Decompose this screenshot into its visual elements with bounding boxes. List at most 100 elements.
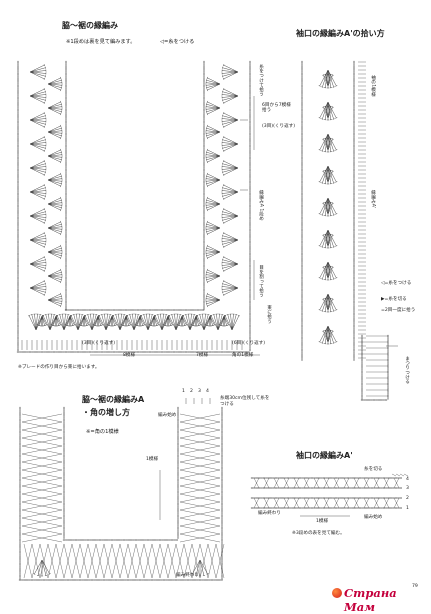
edge-chain [36,351,38,352]
edge-chain [387,373,388,375]
edge-chain [249,133,250,135]
edge-chain [301,241,302,243]
edge-chain [361,369,362,371]
edge-chain [19,520,20,522]
corner-fan [34,560,42,574]
edge-chain [109,539,111,540]
edge-chain [142,351,144,352]
edge-chain [249,92,250,94]
edge-chain [249,303,250,305]
edge-chain [203,260,204,262]
edge-chain [203,229,204,231]
edge-chain [38,579,40,580]
edge-chain [65,176,66,178]
edge-chain [65,171,66,173]
edge-chain [128,539,130,540]
edge-chain [91,309,93,310]
edge-chain [17,327,18,329]
edge-chain [65,203,66,205]
edge-chain [106,539,108,540]
edge-chain [65,71,66,73]
edge-chain [361,390,362,392]
edge-chain [17,169,18,171]
edge-chain [19,505,20,507]
edge-chain [63,419,64,421]
edge-chain [249,181,250,183]
edge-chain [249,147,250,149]
edge-chain [175,309,177,310]
edge-chain [353,342,354,344]
edge-chain [203,227,204,229]
stitch-crossbar [45,187,46,189]
edge-chain [207,351,209,352]
edge-chain [203,87,204,89]
edge-chain [173,539,175,540]
edge-chain [249,210,250,212]
edge-chain [337,477,339,478]
edge-chain [19,527,20,529]
edge-chain [17,246,18,248]
edge-chain [353,253,354,255]
edge-chain [65,539,67,540]
edge-chain [353,181,354,183]
edge-chain [221,544,222,546]
edge-chain [297,507,299,508]
edge-chain [249,159,250,161]
edge-chain [65,104,66,106]
edge-chain [17,349,18,351]
edge-chain [249,318,250,320]
edge-chain [387,393,388,395]
edge-chain [63,474,64,476]
edge-chain [395,477,397,478]
edge-chain [63,421,64,423]
edge-chain [361,342,362,344]
edge-chain [353,186,354,188]
stitch-crossbar [45,259,46,261]
edge-chain [19,448,20,450]
edge-chain [378,399,380,400]
edge-chain [353,99,354,101]
edge-chain [203,308,204,310]
edge-chain [177,479,178,481]
edge-chain [53,579,55,580]
edge-chain [301,193,302,195]
edge-chain [99,309,101,310]
edge-chain [387,397,388,399]
edge-chain [65,267,66,269]
edge-chain [173,309,175,310]
stitch-crossbar [206,103,207,105]
edge-chain [17,114,18,116]
edge-chain [65,188,66,190]
edge-chain [352,497,354,498]
edge-chain [127,351,129,352]
edge-chain [353,145,354,147]
edge-chain [65,107,66,109]
edge-chain [17,111,18,113]
edge-chain [301,212,302,214]
edge-chain [376,487,378,488]
edge-chain [203,147,204,149]
edge-chain [345,487,347,488]
edge-chain [17,275,18,277]
edge-chain [177,501,178,503]
edge-chain [177,419,178,421]
edge-chain [31,351,33,352]
edge-chain [147,351,149,352]
edge-chain [203,131,204,133]
edge-chain [19,577,20,579]
edge-chain [366,487,368,488]
edge-chain [249,176,250,178]
edge-chain [177,421,178,423]
edge-chain [203,296,204,298]
stitch-crossbar [179,314,181,315]
edge-chain [353,63,354,65]
edge-chain [249,131,250,133]
edge-chain [17,260,18,262]
edge-chain [301,167,302,169]
edge-chain [17,267,18,269]
edge-chain [311,477,313,478]
edge-chain [177,515,178,517]
edge-chain [19,565,20,567]
edge-chain [132,309,134,310]
stitch-crossbar [222,195,223,197]
